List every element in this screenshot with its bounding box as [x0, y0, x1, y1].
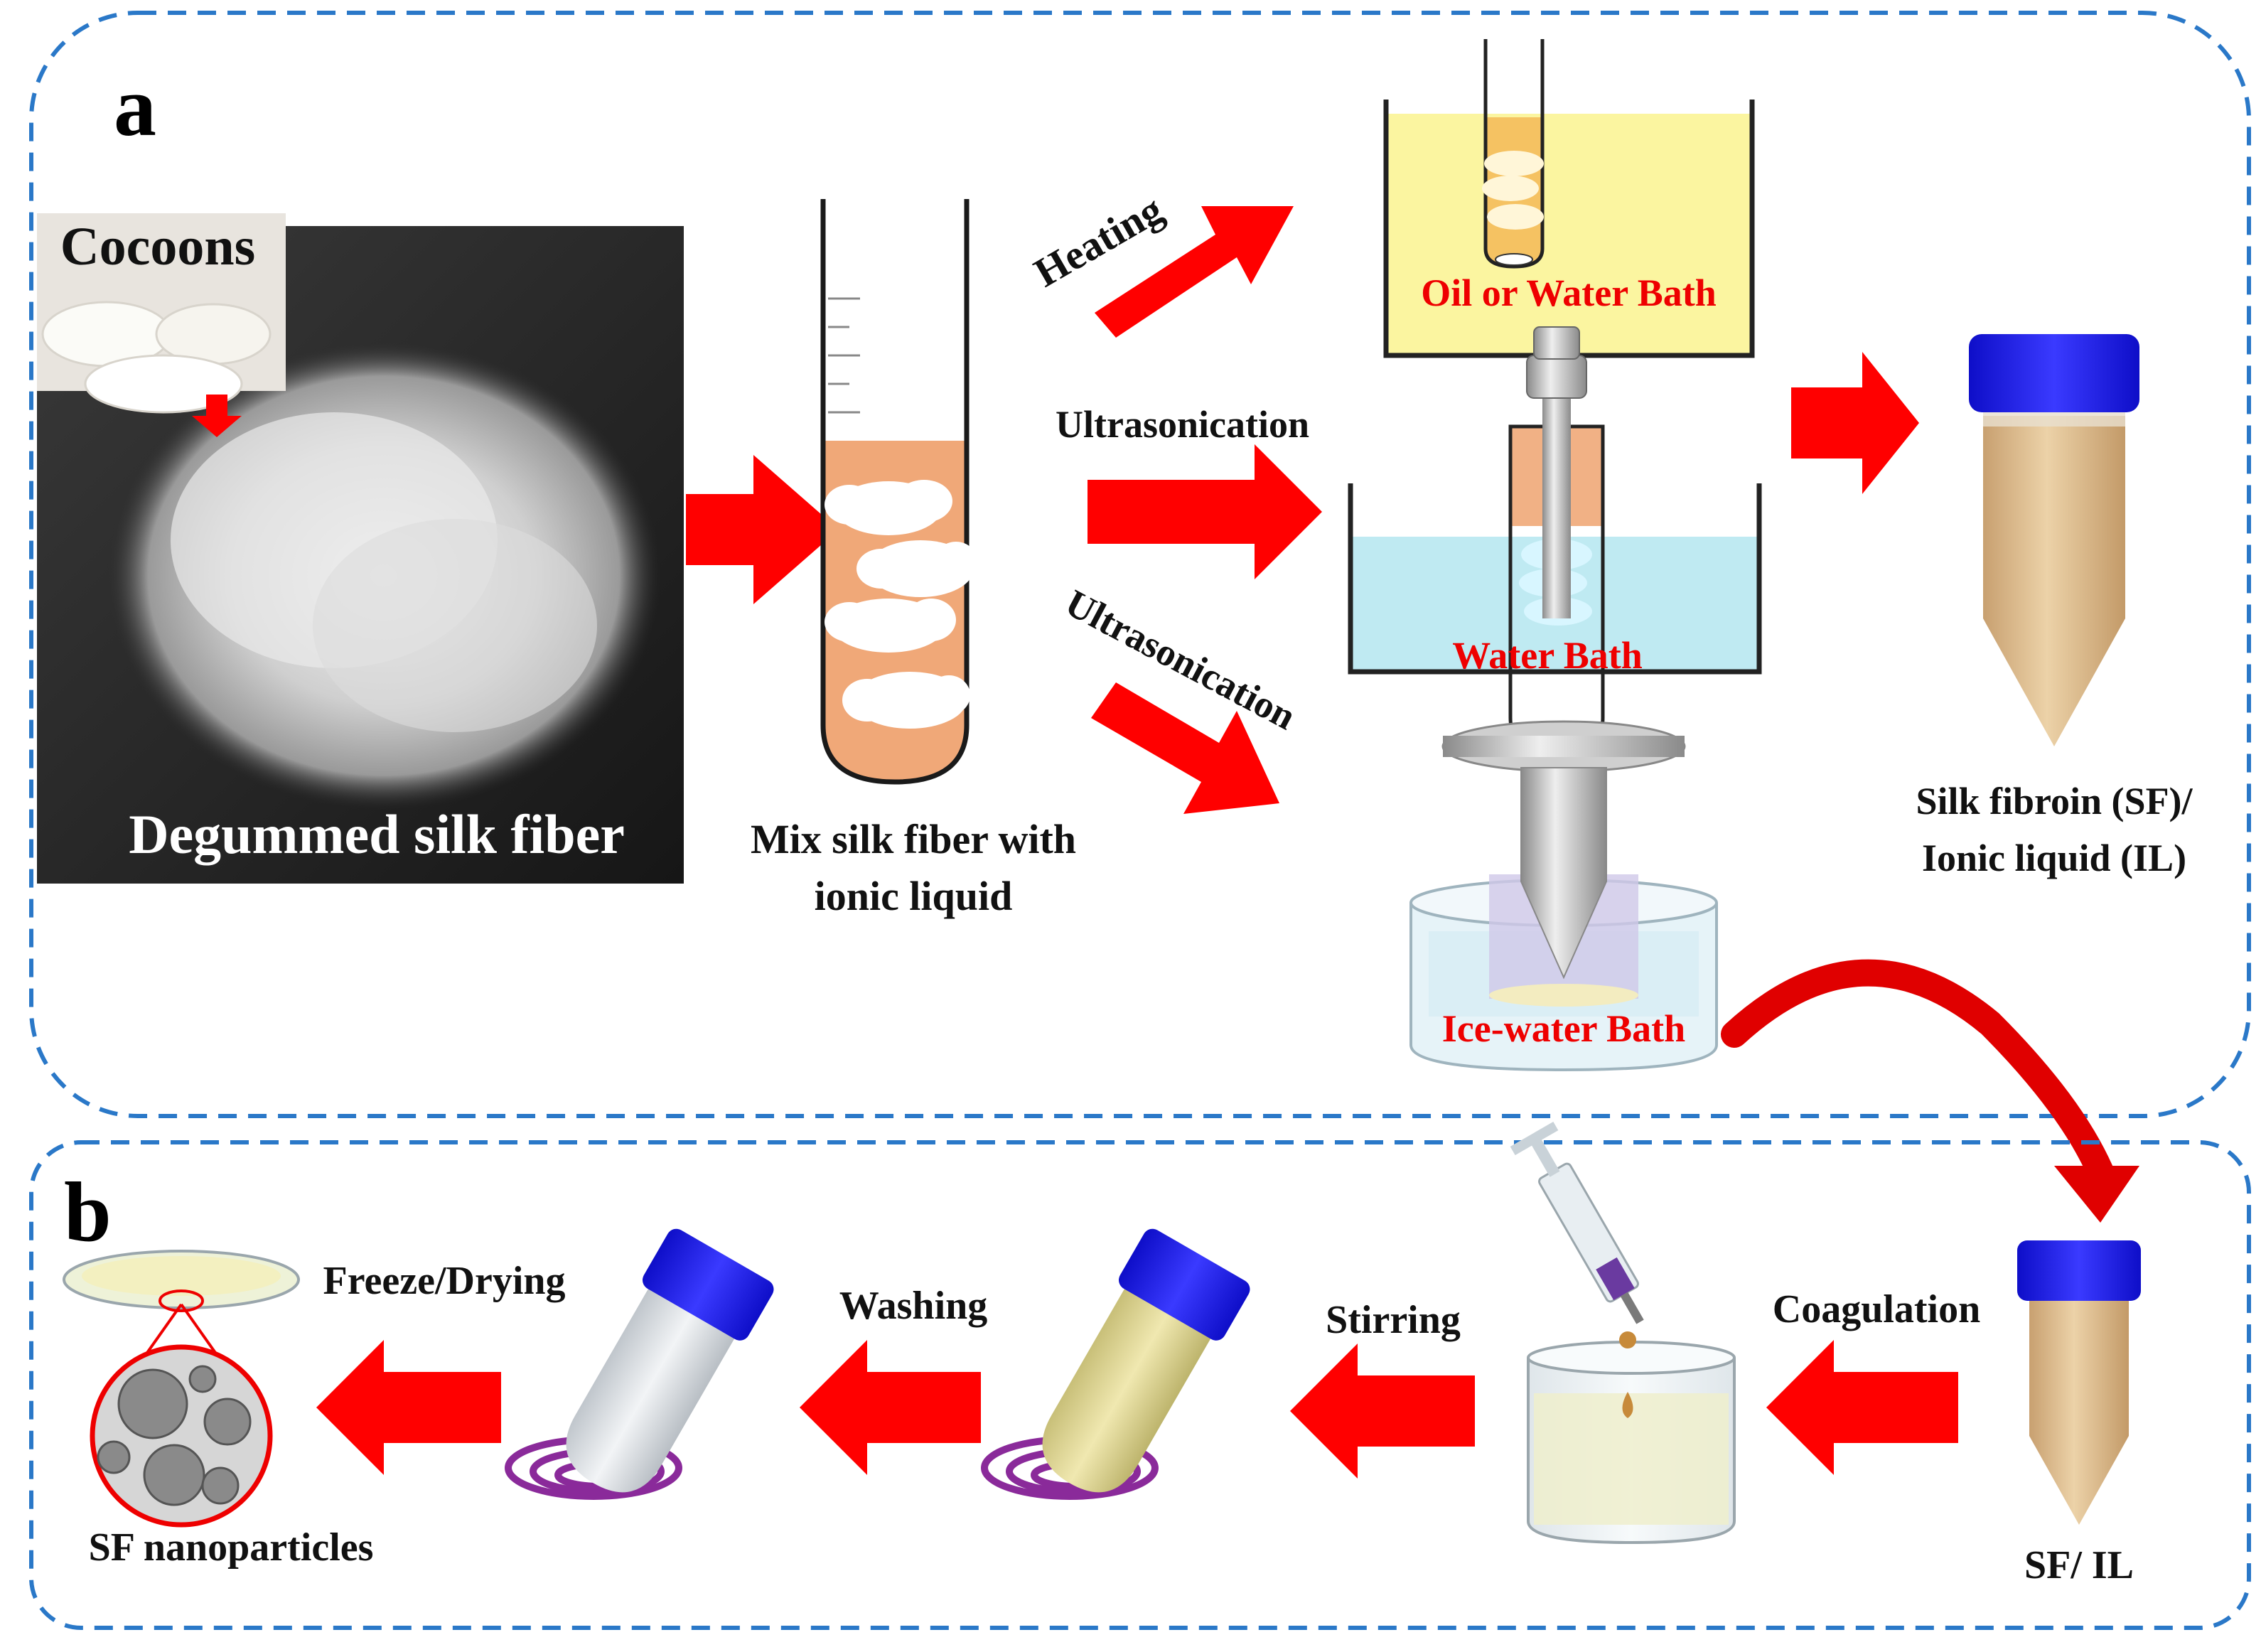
washing-arrow: [800, 1340, 981, 1475]
stirring-cap: [1119, 1228, 1250, 1341]
ultrasonic-probe: [1542, 384, 1571, 618]
oil-bath-tube: [1483, 39, 1545, 269]
panel-a-border: [29, 11, 2251, 1118]
product-tube: Silk fibroin (SF)/ Ionic liquid (IL): [1916, 334, 2193, 879]
product-label-line1: Silk fibroin (SF)/: [1916, 780, 2193, 822]
ultrasonication-arrow-2: [1091, 682, 1279, 814]
syringe: [1510, 1121, 1644, 1324]
panel-a-letter: a: [114, 59, 156, 154]
coagulation-label: Coagulation: [1773, 1287, 1981, 1331]
coagulation-bath: [1534, 1393, 1729, 1525]
sfil-label: SF/ IL: [2024, 1543, 2134, 1587]
droplet-2: [1622, 1392, 1633, 1418]
water-bath-beaker: Water Bath: [1348, 326, 1762, 756]
freeze-drying-label: Freeze/Drying: [323, 1259, 565, 1303]
heating-arrow: [1095, 206, 1294, 338]
arrow-to-product: [1791, 352, 1919, 494]
nanoparticles: [97, 1365, 252, 1506]
silk-fiber-photo: Degummed silk fiber: [37, 226, 684, 884]
oil-bath-beaker: Oil or Water Bath: [1383, 39, 1755, 358]
panel-b-border: [29, 1140, 2251, 1630]
cocoon-down-arrow: [192, 395, 242, 437]
ultrasonication-arrow-1: [1087, 444, 1322, 579]
stirring-label: Stirring: [1326, 1298, 1461, 1342]
arrow-to-mix-tube: [686, 455, 839, 604]
ice-bath-label: Ice-water Bath: [1442, 1007, 1685, 1050]
degummed-label: Degummed silk fiber: [129, 803, 625, 865]
ultrasonic-horn: [1520, 767, 1607, 980]
cocoons-inset: Cocoons: [37, 213, 286, 437]
product-cap: [1969, 334, 2139, 412]
coagulation-arrow: [1766, 1340, 1958, 1475]
nanoparticles-label: SF nanoparticles: [89, 1525, 374, 1570]
product-liquid: [1983, 416, 2125, 746]
sfil-liquid: [2029, 1294, 2129, 1525]
mix-test-tube: Mix silk fiber with ionic liquid: [751, 199, 1076, 919]
stirring-tube: [981, 1228, 1250, 1500]
washing-tube: [505, 1228, 774, 1500]
freeze-drying-arrow: [316, 1340, 501, 1475]
sfil-tube: SF/ IL: [2017, 1240, 2141, 1587]
product-label-line2: Ionic liquid (IL): [1922, 837, 2186, 879]
silk-fiber-clumps: [825, 480, 977, 729]
mix-label-line2: ionic liquid: [815, 873, 1013, 919]
washing-liquid: [566, 1280, 740, 1493]
mix-label-line1: Mix silk fiber with: [751, 816, 1076, 862]
ultrasonication-label-1: Ultrasonication: [1056, 403, 1309, 446]
stirring-arrow: [1290, 1343, 1475, 1479]
cocoons-label: Cocoons: [60, 217, 255, 277]
curved-arrow-head: [2054, 1166, 2139, 1223]
washing-cap: [643, 1228, 774, 1341]
ice-water-bath: Ice-water Bath: [1409, 720, 1718, 1072]
curved-arrow-to-panel-b: [1721, 959, 2117, 1194]
washing-label: Washing: [839, 1284, 988, 1328]
oil-bath-label: Oil or Water Bath: [1421, 272, 1717, 314]
stirring-liquid: [1042, 1280, 1216, 1493]
coagulation-beaker: [1510, 1121, 1736, 1545]
nanoparticle-product: SF nanoparticles: [63, 1250, 374, 1570]
water-bath-label: Water Bath: [1452, 634, 1643, 677]
oil-bath-liquid: [1386, 114, 1752, 355]
cocoon-3: [84, 354, 243, 414]
panel-b-letter: b: [64, 1164, 112, 1259]
droplet-1: [1619, 1331, 1636, 1348]
sfil-cap: [2017, 1240, 2141, 1301]
